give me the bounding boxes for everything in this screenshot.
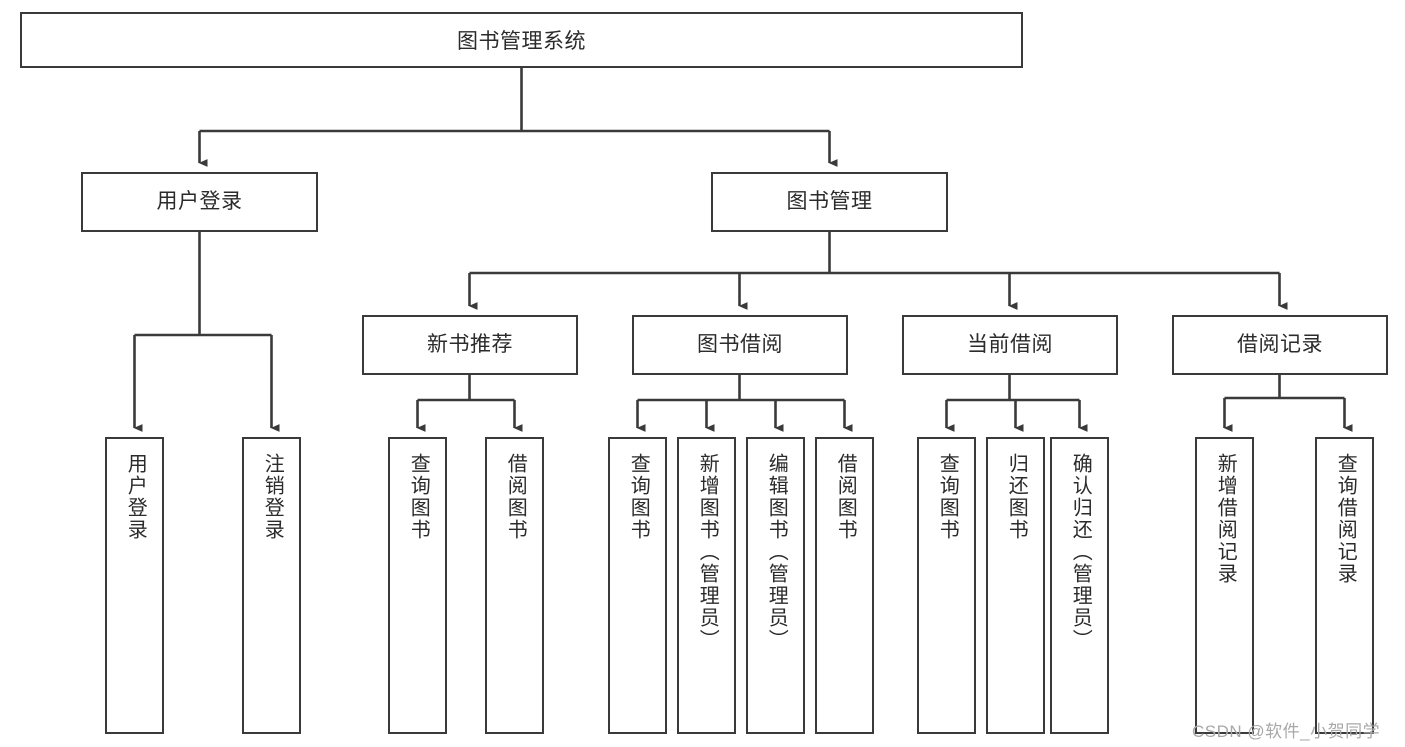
node-book-management-label: 图书管理 [786,190,873,214]
leaf-record-add-record-label: 新增借阅记录 [1214,453,1237,585]
leaf-borrow-add-book-admin-label: 新增图书（管理员） [696,453,719,651]
leaf-current-return-book[interactable]: 归还图书 [986,437,1045,734]
leaf-recommend-borrow-book[interactable]: 借阅图书 [485,437,544,734]
node-borrow-record[interactable]: 借阅记录 [1172,315,1388,375]
leaf-record-add-record[interactable]: 新增借阅记录 [1195,437,1254,734]
node-user-login[interactable]: 用户登录 [81,172,318,232]
node-current-borrow-label: 当前借阅 [967,333,1053,357]
leaf-borrow-edit-book-admin[interactable]: 编辑图书（管理员） [746,437,805,734]
leaf-user-login-login-label: 用户登录 [124,453,147,541]
leaf-recommend-borrow-book-label: 借阅图书 [504,453,527,541]
leaf-user-login-login[interactable]: 用户登录 [105,437,164,734]
node-root-system[interactable]: 图书管理系统 [20,12,1023,68]
leaf-current-confirm-return-admin[interactable]: 确认归还（管理员） [1050,437,1109,734]
leaf-borrow-borrow-book-label: 借阅图书 [834,453,857,541]
node-book-management[interactable]: 图书管理 [711,172,948,232]
node-book-borrow[interactable]: 图书借阅 [632,315,848,375]
node-root-system-label: 图书管理系统 [457,30,586,53]
node-borrow-record-label: 借阅记录 [1237,333,1323,357]
node-user-login-label: 用户登录 [156,190,243,214]
node-current-borrow[interactable]: 当前借阅 [902,315,1118,375]
leaf-record-query-record[interactable]: 查询借阅记录 [1315,437,1374,734]
leaf-borrow-query-book[interactable]: 查询图书 [608,437,667,734]
leaf-record-query-record-label: 查询借阅记录 [1334,453,1357,585]
leaf-user-login-logout[interactable]: 注销登录 [242,437,301,734]
leaf-user-login-logout-label: 注销登录 [261,453,284,541]
node-new-book-recommend[interactable]: 新书推荐 [362,315,578,375]
node-book-borrow-label: 图书借阅 [697,333,783,357]
leaf-borrow-query-book-label: 查询图书 [627,453,650,541]
leaf-current-return-book-label: 归还图书 [1005,453,1028,541]
leaf-borrow-borrow-book[interactable]: 借阅图书 [815,437,874,734]
csdn-watermark-label: CSDN @软件_小贺同学 [1192,722,1381,741]
leaf-borrow-add-book-admin[interactable]: 新增图书（管理员） [677,437,736,734]
csdn-watermark: CSDN @软件_小贺同学 [1192,717,1380,742]
node-new-book-recommend-label: 新书推荐 [427,333,513,357]
leaf-recommend-query-book[interactable]: 查询图书 [388,437,447,734]
leaf-borrow-edit-book-admin-label: 编辑图书（管理员） [765,453,788,651]
leaf-current-confirm-return-admin-label: 确认归还（管理员） [1069,453,1092,651]
leaf-current-query-book-label: 查询图书 [936,453,959,541]
leaf-recommend-query-book-label: 查询图书 [407,453,430,541]
leaf-current-query-book[interactable]: 查询图书 [917,437,976,734]
